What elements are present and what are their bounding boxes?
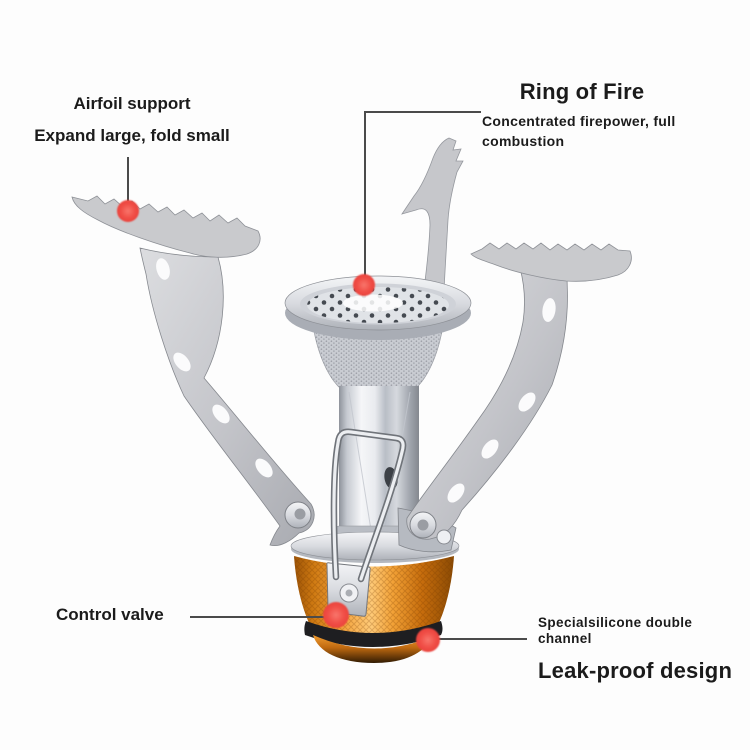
arm-right-hole	[481, 439, 499, 459]
support-arm-left	[71, 195, 315, 547]
airfoil-title: Airfoil support	[73, 94, 191, 113]
ring-of-fire-subtitle: Concentrated firepower, full combustion	[482, 113, 676, 149]
stove	[71, 137, 632, 663]
leak-proof-subtitle: Specialsilicone double channel	[538, 615, 693, 647]
arm-left-hole	[173, 352, 191, 372]
arm-left-hole	[212, 404, 230, 424]
marker-dot-airfoil	[117, 200, 139, 222]
leak-proof-title: Leak-proof design	[538, 658, 733, 684]
support-arm-right	[397, 242, 632, 553]
label-airfoil: Airfoil support Expand large, fold small	[26, 94, 238, 159]
leader-line-ring-of-fire	[364, 111, 481, 276]
ring-of-fire-title: Ring of Fire	[519, 79, 645, 104]
arm-right-hole	[518, 392, 536, 412]
label-ring-of-fire: Ring of Fire Concentrated firepower, ful…	[482, 79, 682, 151]
control-valve-title: Control valve	[56, 605, 164, 624]
arm-left-body	[139, 247, 315, 547]
callouts	[127, 111, 527, 640]
arm-right-body	[406, 267, 568, 540]
marker-dot-ring-of-fire	[353, 274, 375, 296]
label-control-valve: Control valve	[56, 605, 164, 625]
rear-support-arm	[401, 137, 464, 313]
arm-left-hole	[255, 458, 273, 478]
arm-right-hole	[542, 298, 556, 322]
label-leak-proof: Specialsilicone double channel Leak-proo…	[538, 615, 750, 685]
markers	[117, 200, 440, 652]
marker-dot-control-valve	[323, 602, 349, 628]
pot-support-blade-left	[71, 195, 261, 258]
burner-head	[284, 275, 472, 391]
arm-left-hole	[156, 258, 170, 280]
airfoil-subtitle: Expand large, fold small	[34, 126, 230, 146]
bracket-bolt	[436, 529, 452, 545]
canister-connector	[313, 635, 431, 663]
pot-support-blade-right	[470, 242, 632, 282]
arm-right-hole	[447, 483, 465, 503]
marker-dot-leak-proof	[416, 628, 440, 652]
seal-ring	[304, 621, 443, 647]
burner-plate-highlight	[343, 294, 403, 312]
